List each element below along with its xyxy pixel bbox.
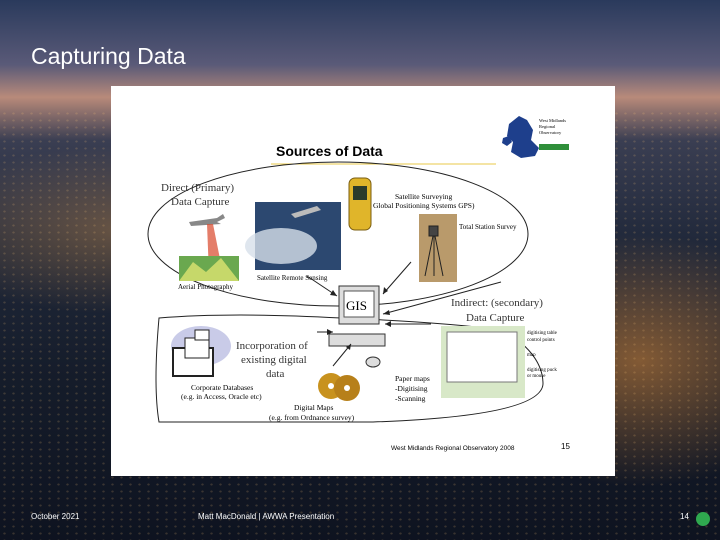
total-station-photo <box>419 214 457 282</box>
incorporation-label-3: data <box>266 368 284 380</box>
digitising-label-1: digitising table <box>527 331 558 336</box>
digitising-label-5: or mouse <box>527 374 546 379</box>
logo-line-1: West Midlands <box>539 118 566 123</box>
indirect-label-1: Indirect: (secondary) <box>451 297 543 309</box>
total-station-label: Total Station Survey <box>459 223 517 231</box>
satellite-surveying-label-1: Satellite Surveying <box>395 192 453 201</box>
corporate-db-label-2: (e.g. in Access, Oracle etc) <box>181 392 262 401</box>
incorporation-label-2: existing digital <box>241 354 307 366</box>
cd-disc-icon <box>318 373 360 401</box>
paper-maps-label-1: Paper maps <box>395 374 430 383</box>
satellite-remote-sensing-label: Satellite Remote Sensing <box>257 274 328 282</box>
footer-date: October 2021 <box>31 512 80 521</box>
footer-presenter: Matt MacDonald | AWWA Presentation <box>198 512 335 521</box>
gis-computer-icon <box>328 285 386 368</box>
indirect-label-2: Data Capture <box>466 312 524 324</box>
sources-of-data-diagram: Sources of Data West Midlands Regional O… <box>147 116 570 452</box>
inner-page-number: 15 <box>561 442 570 451</box>
direct-label-1: Direct (Primary) <box>161 182 234 194</box>
gis-label: GIS <box>346 298 367 313</box>
corporate-db-label-1: Corporate Databases <box>191 383 253 392</box>
source-note: West Midlands Regional Observatory 2008 <box>391 445 515 452</box>
diagram-heading: Sources of Data <box>276 143 383 159</box>
aerial-photography-label: Aerial Photography <box>178 283 234 291</box>
logo-line-2: Regional <box>539 124 556 129</box>
digitising-label-4: digitising puck <box>527 368 557 373</box>
slide-title: Capturing Data <box>31 43 186 69</box>
green-status-dot <box>696 512 710 526</box>
direct-label-2: Data Capture <box>171 196 229 208</box>
satellite-surveying-label-2: Global Positioning Systems GPS) <box>373 201 475 210</box>
embedded-slide-image: Sources of Data West Midlands Regional O… <box>111 86 615 476</box>
paper-maps-label-3: -Scanning <box>395 394 426 403</box>
gps-device-icon <box>348 177 372 231</box>
incorporation-label-1: Incorporation of <box>236 340 308 352</box>
digitising-label-3: map <box>527 353 536 358</box>
corporate-database-icon <box>171 326 231 377</box>
logo-line-3: Observatory <box>539 130 562 135</box>
digitising-label-2: control points <box>527 338 555 343</box>
digital-maps-label-2: (e.g. from Ordnance survey) <box>269 413 355 422</box>
footer-page-number: 14 <box>680 512 689 521</box>
wmro-logo: West Midlands Regional Observatory <box>502 116 569 158</box>
paper-maps-label-2: -Digitising <box>395 384 428 393</box>
digital-maps-label-1: Digital Maps <box>294 403 333 412</box>
